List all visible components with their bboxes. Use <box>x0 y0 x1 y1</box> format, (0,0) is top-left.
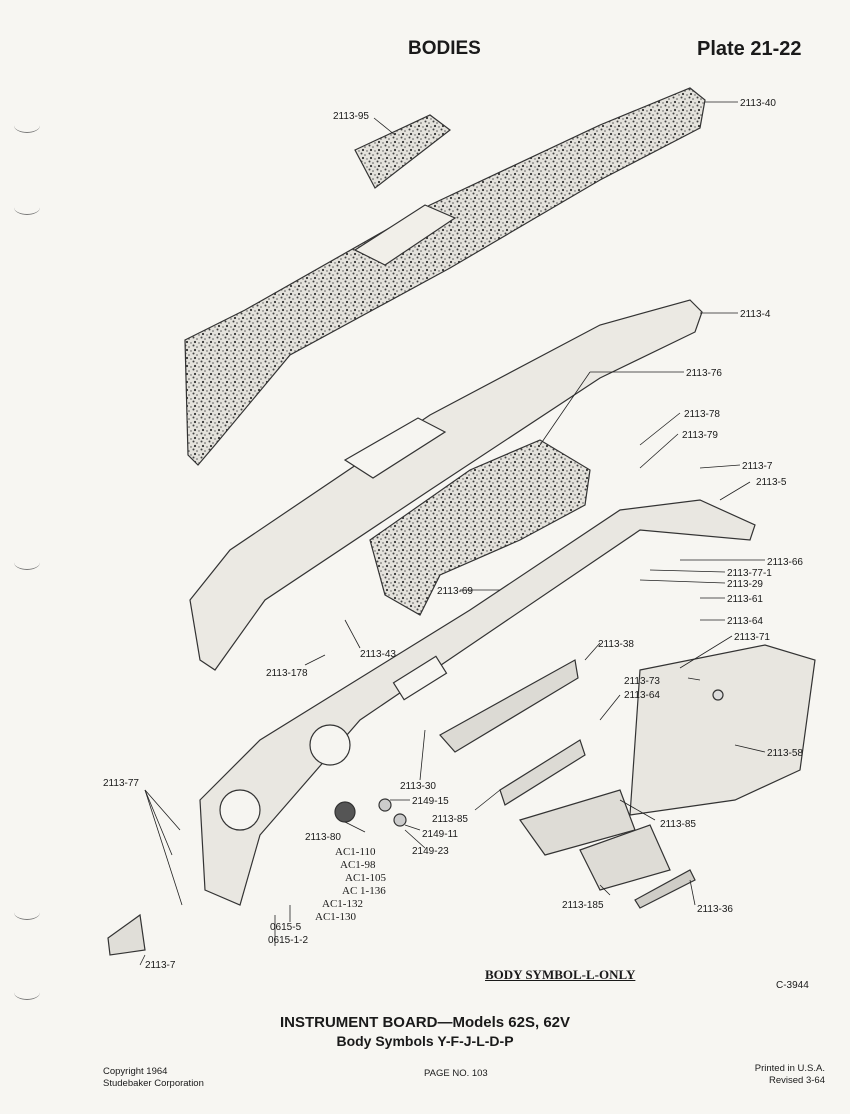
part-label: 2113-69 <box>437 586 473 597</box>
part-label: 2149-11 <box>422 829 458 840</box>
part-label: 2113-4 <box>740 309 771 320</box>
pad-opening <box>353 204 457 266</box>
part-label: 2113-66 <box>767 557 803 568</box>
door-lock <box>712 689 724 701</box>
section-heading: BODIES <box>408 38 481 59</box>
part-label: 2113-61 <box>727 594 763 605</box>
pad-lens <box>354 114 451 189</box>
part-label: AC1-105 <box>345 872 386 884</box>
part-label: 2113-79 <box>682 430 718 441</box>
trim-strip-lower <box>499 739 586 806</box>
part-label: 2113-58 <box>767 748 803 759</box>
drawing-number: C-3944 <box>776 980 809 991</box>
binder-punch-mark <box>14 118 40 133</box>
gauge-opening-right <box>309 724 351 766</box>
part-label: 2113-64 <box>624 690 660 701</box>
binder-punch-mark <box>14 200 40 215</box>
ash-tray <box>579 824 671 891</box>
copyright-line: Studebaker Corporation <box>103 1078 204 1089</box>
part-label: 2113-85 <box>432 814 468 825</box>
part-label: 2149-15 <box>412 796 449 807</box>
part-label: 2113-7 <box>145 960 176 971</box>
part-label: 2113-43 <box>360 649 396 660</box>
part-label: AC1-110 <box>335 846 376 858</box>
part-label: 2113-5 <box>756 477 787 488</box>
part-label: 2113-38 <box>598 639 634 650</box>
page-title: INSTRUMENT BOARD—Models 62S, 62V <box>279 1014 571 1031</box>
copyright: Copyright 1964 Studebaker Corporation <box>103 1066 204 1090</box>
print-line: Printed in U.S.A. <box>754 1063 825 1074</box>
part-label: 2113-77-1 <box>727 568 772 579</box>
part-label: 2113-77 <box>103 778 139 789</box>
binder-punch-mark <box>14 985 40 1000</box>
part-label: AC 1-136 <box>342 885 386 897</box>
binder-punch-mark <box>14 905 40 920</box>
part-label: 2113-36 <box>697 904 733 915</box>
part-label: 2113-40 <box>740 98 776 109</box>
part-label: 2113-185 <box>562 900 604 911</box>
part-label: 2113-95 <box>333 111 369 122</box>
instrument-board-cover <box>189 299 703 671</box>
part-label: AC1-98 <box>340 859 376 871</box>
part-label: 2113-73 <box>624 676 660 687</box>
part-label: AC1-132 <box>322 898 363 910</box>
part-label: 2113-71 <box>734 632 770 643</box>
part-label: 2113-80 <box>305 832 341 843</box>
radio-opening <box>392 655 448 701</box>
leader-lines <box>139 101 766 966</box>
part-label: 2113-85 <box>660 819 696 830</box>
cover-opening <box>343 417 447 479</box>
part-label: 2113-64 <box>727 616 763 627</box>
page-subtitle: Body Symbols Y-F-J-L-D-P <box>336 1033 514 1049</box>
knob <box>378 798 392 812</box>
lower-bracket <box>107 913 146 956</box>
part-label: 0615-1-2 <box>268 935 308 946</box>
page-number: PAGE NO. 103 <box>424 1068 488 1079</box>
part-label: 2113-7 <box>742 461 773 472</box>
upper-pad-panel <box>184 87 706 466</box>
part-label: 0615-5 <box>270 922 302 933</box>
plate-number: Plate 21-22 <box>697 38 802 60</box>
insulator-pad <box>369 439 591 616</box>
trim-strip <box>439 659 579 753</box>
print-line: Revised 3-64 <box>769 1075 825 1086</box>
part-label: 2113-30 <box>400 781 436 792</box>
ash-tray-trim <box>634 869 696 909</box>
part-label: 2113-178 <box>266 668 308 679</box>
gauge-opening-left <box>219 789 261 831</box>
print-info: Printed in U.S.A. Revised 3-64 <box>730 1063 825 1087</box>
body-symbol-note: BODY SYMBOL-L-ONLY <box>485 967 636 982</box>
part-label: 2113-76 <box>686 368 722 379</box>
instrument-board-frame <box>199 499 756 906</box>
binder-punch-mark <box>14 555 40 570</box>
part-label: 2149-23 <box>412 846 449 857</box>
part-label: 2113-29 <box>727 579 763 590</box>
glove-box-door <box>629 644 816 816</box>
part-label: 2113-78 <box>684 409 720 420</box>
copyright-line: Copyright 1964 <box>103 1066 168 1077</box>
knob <box>393 813 407 827</box>
knob <box>334 801 356 823</box>
part-label: AC1-130 <box>315 911 356 923</box>
